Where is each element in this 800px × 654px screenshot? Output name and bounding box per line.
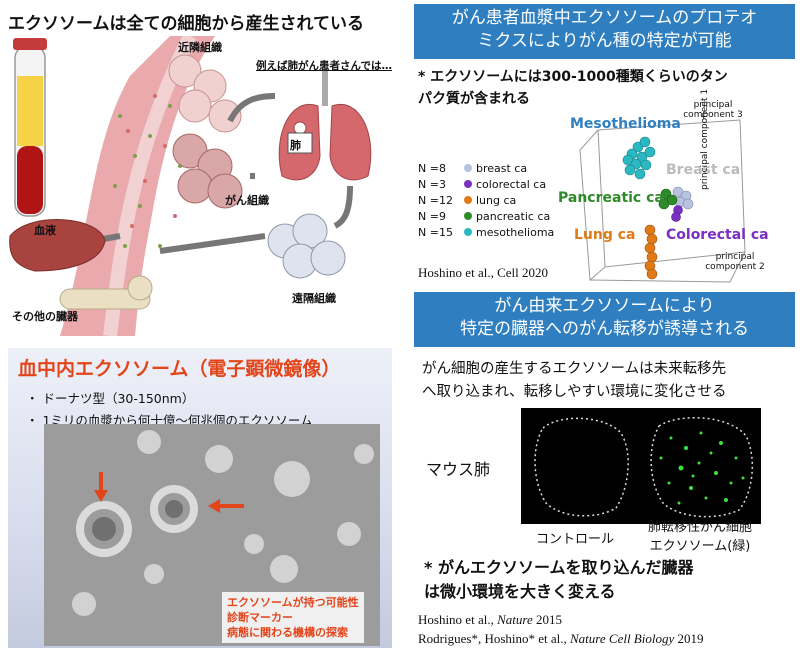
metastasis-description-line1: がん細胞の産生するエクソソームは未来転移先 xyxy=(422,361,727,377)
label-cancer-tissue: がん組織 xyxy=(225,194,269,207)
pancreatic-cluster xyxy=(658,188,678,210)
cancer-tissue-icon xyxy=(172,133,243,209)
axis-label-pc1: principal component 1 xyxy=(700,88,710,190)
protein-note: * エクソソームには300-1000種類くらいのタン パク質が含まれる xyxy=(418,66,728,110)
distant-tissue-icon xyxy=(267,213,346,279)
axis-label-pc3: principal component 3 xyxy=(683,100,743,120)
label-control: コントロール xyxy=(536,532,615,547)
mouse-lung-svg xyxy=(534,417,754,518)
legend-swatch xyxy=(464,228,472,236)
breast-cluster xyxy=(672,186,694,210)
cluster-label-breast: Breast ca xyxy=(666,162,741,178)
metastasis-banner-line1: がん由来エクソソームにより xyxy=(494,296,715,316)
label-metastatic-line2: エクソソーム(緑) xyxy=(649,539,751,554)
proteomics-banner-line2: ミクスによりがん種の特定が可能 xyxy=(477,31,732,51)
exosome-origin-diagram xyxy=(9,36,372,336)
metastasis-description-line2: へ取り込まれ、転移しやすい環境に変化させる xyxy=(422,384,727,400)
em-note-line2: 診断マーカー xyxy=(227,611,293,624)
reference-nature-2015: Hoshino et al., Nature 2015 xyxy=(418,612,562,627)
conclusion-note: * がんエクソソームを取り込んだ臓器 は微小環境を大きく変える xyxy=(424,556,693,604)
metastasis-description: がん細胞の産生するエクソソームは未来転移先 へ取り込まれ、転移しやすい環境に変化… xyxy=(422,358,727,404)
metastatic-lung-outline xyxy=(650,417,754,518)
label-metastatic-exosome: 肺転移性がん細胞 エクソソーム(緑) xyxy=(648,518,752,556)
legend-label: mesothelioma xyxy=(476,225,555,239)
cluster-label-mesothelioma: Mesothelioma xyxy=(570,116,681,132)
cluster-label-colorectal: Colorectal ca xyxy=(666,227,769,243)
pca-3d-plot xyxy=(579,119,746,283)
protein-note-line2: パク質が含まれる xyxy=(418,91,530,107)
em-note-line3: 病態に関わる機構の探索 xyxy=(227,626,348,639)
lung-icon xyxy=(278,66,372,181)
liver-icon xyxy=(9,219,106,272)
axis-label-pc2: principal component 2 xyxy=(705,252,765,272)
legend-count: N =12 xyxy=(418,193,453,207)
conclusion-line2: は微小環境を大きく変える xyxy=(424,582,616,601)
label-other-organs: その他の臓器 xyxy=(12,310,78,323)
legend-item: N =3 colorectal ca xyxy=(418,176,554,192)
proteomics-banner: がん患者血漿中エクソソームのプロテオ ミクスによりがん種の特定が可能 xyxy=(414,4,795,59)
legend-item: N =8 breast ca xyxy=(418,160,554,176)
legend-label: lung ca xyxy=(476,193,517,207)
protein-note-line1: * エクソソームには300-1000種類くらいのタン xyxy=(418,69,728,85)
label-neighbor-tissue: 近隣組織 xyxy=(178,41,222,54)
blood-tube-icon xyxy=(13,38,47,217)
em-note-line1: エクソソームが持つ可能性 xyxy=(227,596,359,609)
legend-swatch xyxy=(464,164,472,172)
reference-ncb-2019: Rodrigues*, Hoshino* et al., Nature Cell… xyxy=(418,631,704,646)
label-mouse-lung: マウス肺 xyxy=(426,460,491,479)
citation-cell-2020: Hoshino et al., Cell 2020 xyxy=(418,265,548,280)
legend-swatch xyxy=(464,196,472,204)
em-bullet-size: ・ ドーナツ型（30-150nm） xyxy=(26,391,195,406)
label-distant-tissue: 遠隔組織 xyxy=(292,292,336,305)
label-metastatic-line1: 肺転移性がん細胞 xyxy=(648,520,753,535)
label-blood: 血液 xyxy=(34,224,56,237)
cancer-type-legend: N =8 breast ca N =3 colorectal ca N =12 lung … xyxy=(418,160,554,240)
legend-count: N =3 xyxy=(418,177,446,191)
references: Hoshino et al., Nature 2015 Rodrigues*, … xyxy=(418,610,704,648)
metastasis-banner: がん由来エクソソームにより 特定の臓器へのがん転移が誘導される xyxy=(414,292,795,347)
control-lung-outline xyxy=(534,417,629,517)
bone-icon xyxy=(59,275,153,310)
exosome-green-dots xyxy=(659,431,745,505)
label-lung: 肺 xyxy=(290,139,301,152)
cluster-label-lung: Lung ca xyxy=(574,227,636,243)
mesothelioma-cluster xyxy=(622,136,656,180)
legend-count: N =9 xyxy=(418,209,446,223)
legend-swatch xyxy=(464,212,472,220)
legend-label: pancreatic ca xyxy=(476,209,551,223)
em-title: 血中内エクソソーム（電子顕微鏡像） xyxy=(18,358,341,380)
proteomics-banner-line1: がん患者血漿中エクソソームのプロテオ xyxy=(451,8,758,28)
cluster-label-pancreatic: Pancreatic ca xyxy=(558,190,664,206)
mouse-lung-images xyxy=(521,408,761,524)
diagram-title: エクソソームは全ての細胞から産生されている xyxy=(8,14,364,34)
legend-label: breast ca xyxy=(476,161,528,175)
em-possibility-note: エクソソームが持つ可能性 診断マーカー 病態に関わる機構の探索 xyxy=(222,592,364,643)
neighbor-tissue-icon xyxy=(168,54,242,133)
legend-item: N =15 mesothelioma xyxy=(418,224,554,240)
em-image-panel: 血中内エクソソーム（電子顕微鏡像） ・ ドーナツ型（30-150nm） ・ 1ミ… xyxy=(8,348,392,648)
label-example: 例えば肺がん患者さんでは… xyxy=(256,60,392,72)
legend-item: N =12 lung ca xyxy=(418,192,554,208)
legend-item: N =9 pancreatic ca xyxy=(418,208,554,224)
conclusion-line1: * がんエクソソームを取り込んだ臓器 xyxy=(424,558,694,577)
legend-label: colorectal ca xyxy=(476,177,547,191)
legend-swatch xyxy=(464,180,472,188)
lung-cluster xyxy=(644,224,658,280)
legend-count: N =8 xyxy=(418,161,446,175)
colorectal-cluster xyxy=(671,205,683,222)
metastasis-banner-line2: 特定の臓器へのがん転移が誘導される xyxy=(460,319,749,339)
legend-count: N =15 xyxy=(418,225,453,239)
